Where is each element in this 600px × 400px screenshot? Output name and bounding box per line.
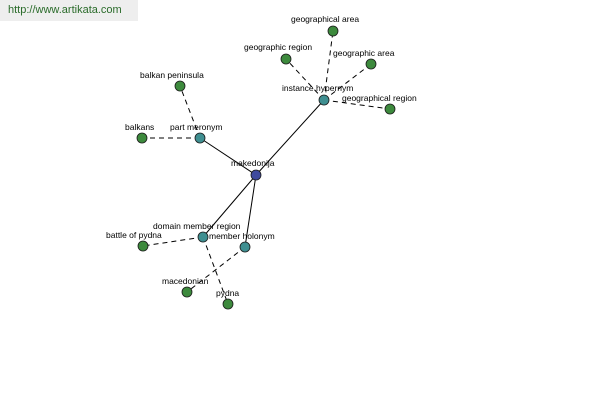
watermark-url[interactable]: http://www.artikata.com [8,4,122,16]
edge-makedonija-to-member-holonym [244,174,257,248]
node-battle-of-pydna[interactable] [137,240,149,252]
edge-instance-hypernym-to-geographic-region-1 [285,58,325,101]
node-geographic-region-1[interactable] [280,53,292,65]
node-macedonian[interactable] [181,286,193,298]
graph-nodes [136,25,396,310]
edge-instance-hypernym-to-geographical-region [323,99,391,110]
label-balkan-peninsula[interactable]: balkan peninsula [140,70,204,80]
edge-makedonija-to-instance-hypernym [255,99,325,176]
label-pydna[interactable]: pydna [216,288,239,298]
label-member-holonym[interactable]: member holonym [209,231,275,241]
node-geographical-region[interactable] [384,103,396,115]
label-balkans[interactable]: balkans [125,122,154,132]
label-domain-member-region[interactable]: domain member region [153,221,241,231]
node-member-holonym[interactable] [239,241,251,253]
label-geographic-area[interactable]: geographic area [333,48,395,58]
edge-makedonija-to-domain-member-region [202,174,257,238]
label-battle-of-pydna[interactable]: battle of pydna [106,230,162,240]
graph-edges [142,30,391,305]
label-geographical-area-1[interactable]: geographical area [291,14,359,24]
edge-member-holonym-to-macedonian [186,246,246,293]
watermark-banner: http://www.artikata.com [0,0,138,21]
node-pydna[interactable] [222,298,234,310]
node-instance-hypernym[interactable] [318,94,330,106]
label-instance-hypernym[interactable]: instance hypernym [282,83,353,93]
node-geographic-area[interactable] [365,58,377,70]
node-part-meronym[interactable] [194,132,206,144]
edge-instance-hypernym-to-geographical-area-1 [323,30,334,101]
label-macedonian[interactable]: macedonian [162,276,209,286]
edge-makedonija-to-part-meronym [199,137,257,176]
node-geographical-area-1[interactable] [327,25,339,37]
label-makedonija[interactable]: makedonija [231,158,275,168]
node-domain-member-region[interactable] [197,231,209,243]
edge-instance-hypernym-to-geographic-area [323,63,372,101]
graph-labels: makedonija instance hypernym part meronym d… [106,14,417,298]
edge-domain-member-region-to-battle-of-pydna [142,236,204,247]
node-makedonija[interactable] [250,169,262,181]
label-geographical-region[interactable]: geographical region [342,93,417,103]
label-part-meronym[interactable]: part meronym [170,122,222,132]
edge-domain-member-region-to-pydna [202,236,229,305]
label-geographic-region-1[interactable]: geographic region [244,42,312,52]
node-balkans[interactable] [136,132,148,144]
edge-part-meronym-to-balkan-peninsula [179,85,201,139]
node-balkan-peninsula[interactable] [174,80,186,92]
